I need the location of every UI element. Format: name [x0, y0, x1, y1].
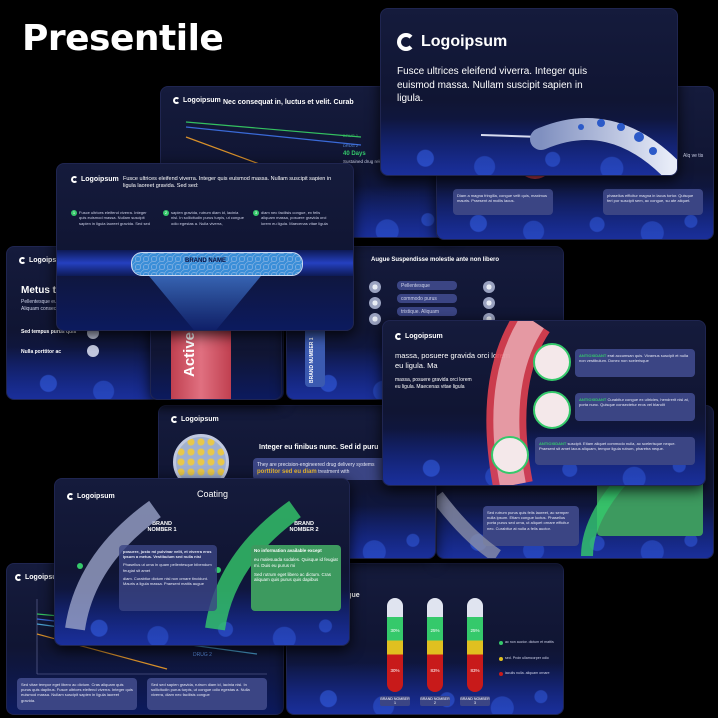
- point-number: 3: [253, 210, 259, 216]
- mesh-icon: [483, 297, 495, 309]
- logo-icon: [395, 333, 402, 340]
- hero-catheter-image: [480, 118, 677, 175]
- legend-item: sed. Proin ullamcorper odio: [505, 656, 549, 660]
- list-item: Pellentesque: [397, 281, 457, 290]
- list-item: Nulla porttitor ac: [21, 349, 62, 355]
- point-text: diam nec facilisis congue, ex felis aliq…: [261, 210, 328, 226]
- slide-text: Fusce ultrices eleifend viverra. Integer…: [123, 176, 332, 190]
- legend-dot-red: [499, 672, 503, 676]
- list-item: tristique. Aliquam: [397, 307, 457, 316]
- tube-percent-top: 25%: [430, 628, 440, 633]
- slide-title: Nec consequat in, luctus et velit. Curab: [223, 99, 354, 106]
- logo: Logoipsum: [71, 176, 119, 183]
- mark-dot: [215, 567, 221, 573]
- logo: Logoipsum: [171, 416, 219, 423]
- slide-title: Coating: [197, 489, 229, 499]
- slide-text-main: massa, posuere gravida orci lorem eu lig…: [395, 351, 511, 371]
- tube: [427, 598, 443, 692]
- mark-dot: [77, 563, 83, 569]
- logo-icon: [171, 416, 178, 423]
- slide-title: Integer eu finibus nunc. Sed id puru: [259, 444, 379, 451]
- tube-label: BRAND NOMBER 2: [420, 696, 450, 706]
- legend-item: ac non auctor. dictum et mattis: [505, 640, 554, 644]
- mesh-icon: [483, 281, 495, 293]
- slide-hero[interactable]: Logoipsum Fusce ultrices eleifend viverr…: [380, 8, 678, 176]
- slide-catheter[interactable]: Logoipsum Fusce ultrices eleifend viverr…: [56, 163, 354, 331]
- badge-sub: Sustained drug rele: [343, 159, 383, 164]
- logo-icon: [19, 257, 26, 264]
- point-number: 1: [71, 210, 77, 216]
- slide-vessel[interactable]: Logoipsum massa, posuere gravida orci lo…: [382, 320, 706, 486]
- tube-percent-top: 25%: [470, 628, 480, 633]
- logo: Logoipsum: [67, 493, 115, 500]
- mesh-icon: [369, 281, 381, 293]
- hero-text: Fusce ultrices eleifend viverra. Integer…: [397, 66, 588, 104]
- point-text: sapien gravida, rutrum diam id, lacinia …: [171, 210, 244, 226]
- logo: Logoipsum: [19, 257, 67, 264]
- legend-label: DRUG 1: [343, 133, 359, 138]
- logo: Logoipsum: [173, 97, 221, 104]
- slide-text-sub: massa, posuere gravida orci lorem eu lig…: [395, 377, 472, 390]
- catheter-label: BRAND NAME: [185, 258, 226, 264]
- point-text: Fusce ultrices eleifend viverra. Integer…: [79, 210, 150, 226]
- slide-note: Alq ve tis: [683, 153, 704, 159]
- catheter-balloon: [131, 252, 303, 276]
- zoom-circle: [491, 436, 529, 474]
- slide-coating[interactable]: Logoipsum Coating BRAND NOMBER 1 BRAND N…: [54, 478, 350, 646]
- legend-label: DRUG 2: [193, 652, 212, 658]
- brand-label: BRAND NOMBER 1: [147, 521, 177, 533]
- coating-box: posuere, justo mi pulvinar velit, et viv…: [119, 545, 217, 611]
- info-box: ANTIOXIDANT Curabitur congue ex ultricie…: [575, 393, 695, 421]
- logo-icon: [173, 97, 180, 104]
- zoom-circle: [533, 343, 571, 381]
- tube-percent-bottom: 83%: [430, 668, 440, 673]
- info-box: ANTIOXIDANT erat accumsan quis. Vivamus …: [575, 349, 695, 377]
- info-box: ANTIOXIDANT suscipit. Etiam aliquet comm…: [535, 437, 695, 465]
- legend-label: DRUG 2: [343, 143, 359, 148]
- mesh-icon: [369, 297, 381, 309]
- logo: Logoipsum: [397, 33, 507, 51]
- logo: Logoipsum: [15, 574, 63, 581]
- text-box: Diam a magna fringilla, congue velit qui…: [453, 189, 553, 215]
- list-item: commodo purus: [397, 294, 457, 303]
- text-box: Sed sed sapien gravida, rutrum diam id, …: [147, 678, 267, 710]
- brand-title: Presentile: [22, 18, 224, 59]
- slide-title: Augue Suspendisse molestie ante non libe…: [371, 257, 500, 263]
- mesh-icon: [369, 313, 381, 325]
- zoom-circle: [533, 391, 571, 429]
- tube-label: BRAND NOMBER 3: [460, 696, 490, 706]
- text-box: phasellus efficitur magna in lacus torto…: [603, 189, 703, 215]
- legend-item: iaculis nulla. aliquam ornare: [505, 671, 550, 675]
- tube-percent-bottom: 83%: [470, 668, 480, 673]
- logo-icon: [397, 33, 415, 51]
- tube-percent-top: 30%: [390, 628, 400, 633]
- logo-icon: [71, 176, 78, 183]
- brand-label: BRAND NOMBER 2: [289, 521, 319, 533]
- light-beam: [149, 276, 261, 330]
- tube: [467, 598, 483, 692]
- badge: 40 Days: [343, 151, 366, 157]
- logo-icon: [15, 574, 22, 581]
- legend-dot-green: [499, 641, 503, 645]
- text-box: Sed vitae tempor eget libero ac dictum. …: [17, 678, 137, 710]
- slide-text: Pellentesque eu tempu Aliquam consectetu…: [21, 299, 73, 312]
- slide-title: Metus t: [21, 285, 56, 296]
- logo: Logoipsum: [395, 333, 443, 340]
- legend-dot-yellow: [499, 657, 503, 661]
- coating-green-box: No information available except eu males…: [251, 545, 341, 611]
- slide-tubes[interactable]: celerisque 30%30%BRAND NOMBER 125%83%BRA…: [286, 563, 564, 715]
- tube-label: BRAND NOMBER 1: [380, 696, 410, 706]
- tube-percent-bottom: 30%: [390, 668, 400, 673]
- text-box: Sed rutrum purus quis felis laoreet, ac …: [483, 506, 579, 546]
- brand-number-label: BRAND NUMBER 1: [305, 325, 325, 387]
- logo-icon: [67, 493, 74, 500]
- active-label: Active: [181, 331, 198, 377]
- point-number: 2: [163, 210, 169, 216]
- tube: [387, 598, 403, 692]
- list-item: Sed tempus purus quis: [21, 329, 77, 335]
- mesh-icon: [87, 345, 99, 357]
- coating-image: [65, 500, 301, 631]
